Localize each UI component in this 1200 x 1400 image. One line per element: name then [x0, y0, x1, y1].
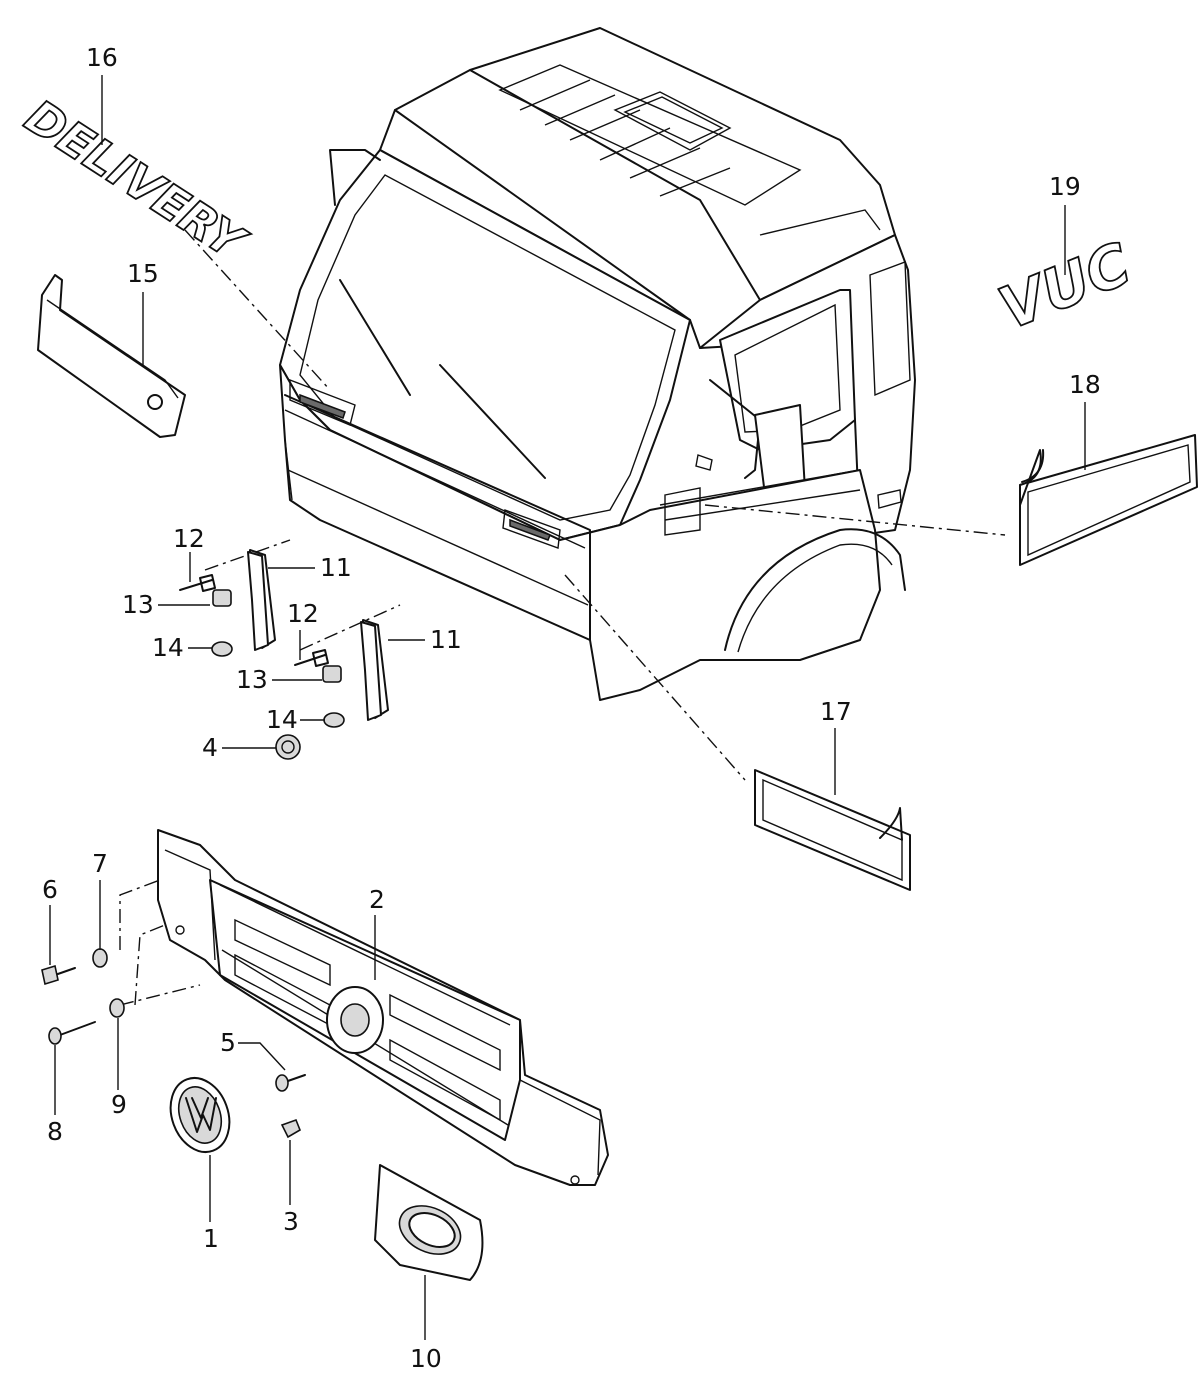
callout-7: 7	[92, 849, 108, 878]
callout-1: 1	[203, 1224, 219, 1253]
truck-cab	[279, 27, 916, 701]
part-7-washer	[92, 948, 108, 968]
part-15-trim-strip	[37, 274, 186, 438]
part-5-screw	[275, 1074, 306, 1092]
part-8-screw	[48, 1021, 96, 1045]
part-1-vw-logo	[169, 1077, 231, 1153]
callout-leaders	[49, 75, 1086, 1340]
part-9-washer	[109, 998, 125, 1018]
callout-11-upper: 11	[320, 553, 352, 582]
callout-11-lower: 11	[430, 625, 462, 654]
part-2-grille	[157, 829, 609, 1186]
callout-19: 19	[1049, 172, 1081, 201]
bracket-assembly-lower	[275, 619, 389, 760]
callout-labels: 16 15 19 18 17 12 11 13 14 12 11 13 14 4…	[42, 43, 1101, 1373]
assembly-lines	[119, 229, 1006, 1006]
part-18-decal	[1019, 434, 1198, 566]
callout-13-upper: 13	[122, 590, 154, 619]
callout-17: 17	[820, 697, 852, 726]
part-3-clip	[280, 1118, 301, 1139]
bracket-assembly-upper	[179, 549, 276, 657]
callout-12-upper: 12	[173, 524, 205, 553]
callout-4: 4	[202, 733, 218, 762]
delivery-emblem-text: DELIVERY	[16, 89, 257, 272]
part-6-bolt	[41, 964, 76, 986]
part-17-decal	[754, 769, 911, 891]
callout-16: 16	[86, 43, 118, 72]
delivery-emblem: DELIVERY	[15, 88, 258, 272]
callout-9: 9	[111, 1090, 127, 1119]
callout-14-lower: 14	[266, 705, 298, 734]
part-10-headlamp-trim	[374, 1164, 484, 1281]
callout-14-upper: 14	[152, 633, 184, 662]
callout-13-lower: 13	[236, 665, 268, 694]
callout-12-lower: 12	[287, 599, 319, 628]
callout-15: 15	[127, 259, 159, 288]
callout-6: 6	[42, 875, 58, 904]
callout-5: 5	[220, 1028, 236, 1057]
callout-8: 8	[47, 1117, 63, 1146]
callout-10: 10	[410, 1344, 442, 1373]
callout-18: 18	[1069, 370, 1101, 399]
callout-2: 2	[369, 885, 385, 914]
callout-3: 3	[283, 1207, 299, 1236]
